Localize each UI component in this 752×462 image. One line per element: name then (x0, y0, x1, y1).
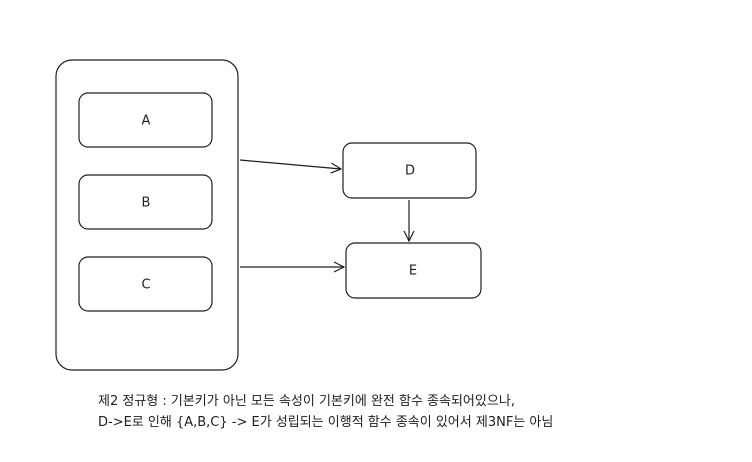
dependency-diagram: A B C D E (55, 59, 482, 371)
node-b-label: B (142, 196, 151, 211)
node-e[interactable]: E (345, 242, 482, 299)
node-d-label: D (405, 164, 415, 179)
node-b[interactable]: B (78, 174, 213, 230)
node-c[interactable]: C (78, 256, 213, 312)
node-d[interactable]: D (342, 142, 477, 199)
caption: 제2 정규형 : 기본키가 아닌 모든 속성이 기본키에 완전 함수 종속되어있… (98, 391, 738, 433)
node-a[interactable]: A (78, 92, 213, 148)
node-e-label: E (409, 264, 417, 279)
arrow-group-to-d (239, 159, 341, 169)
caption-line-1: 제2 정규형 : 기본키가 아닌 모든 속성이 기본키에 완전 함수 종속되어있… (98, 394, 515, 409)
node-a-label: A (142, 114, 151, 129)
caption-line-2: D->E로 인해 {A,B,C} -> E가 성립되는 이행적 함수 종속이 있… (98, 415, 554, 430)
node-c-label: C (141, 278, 150, 293)
